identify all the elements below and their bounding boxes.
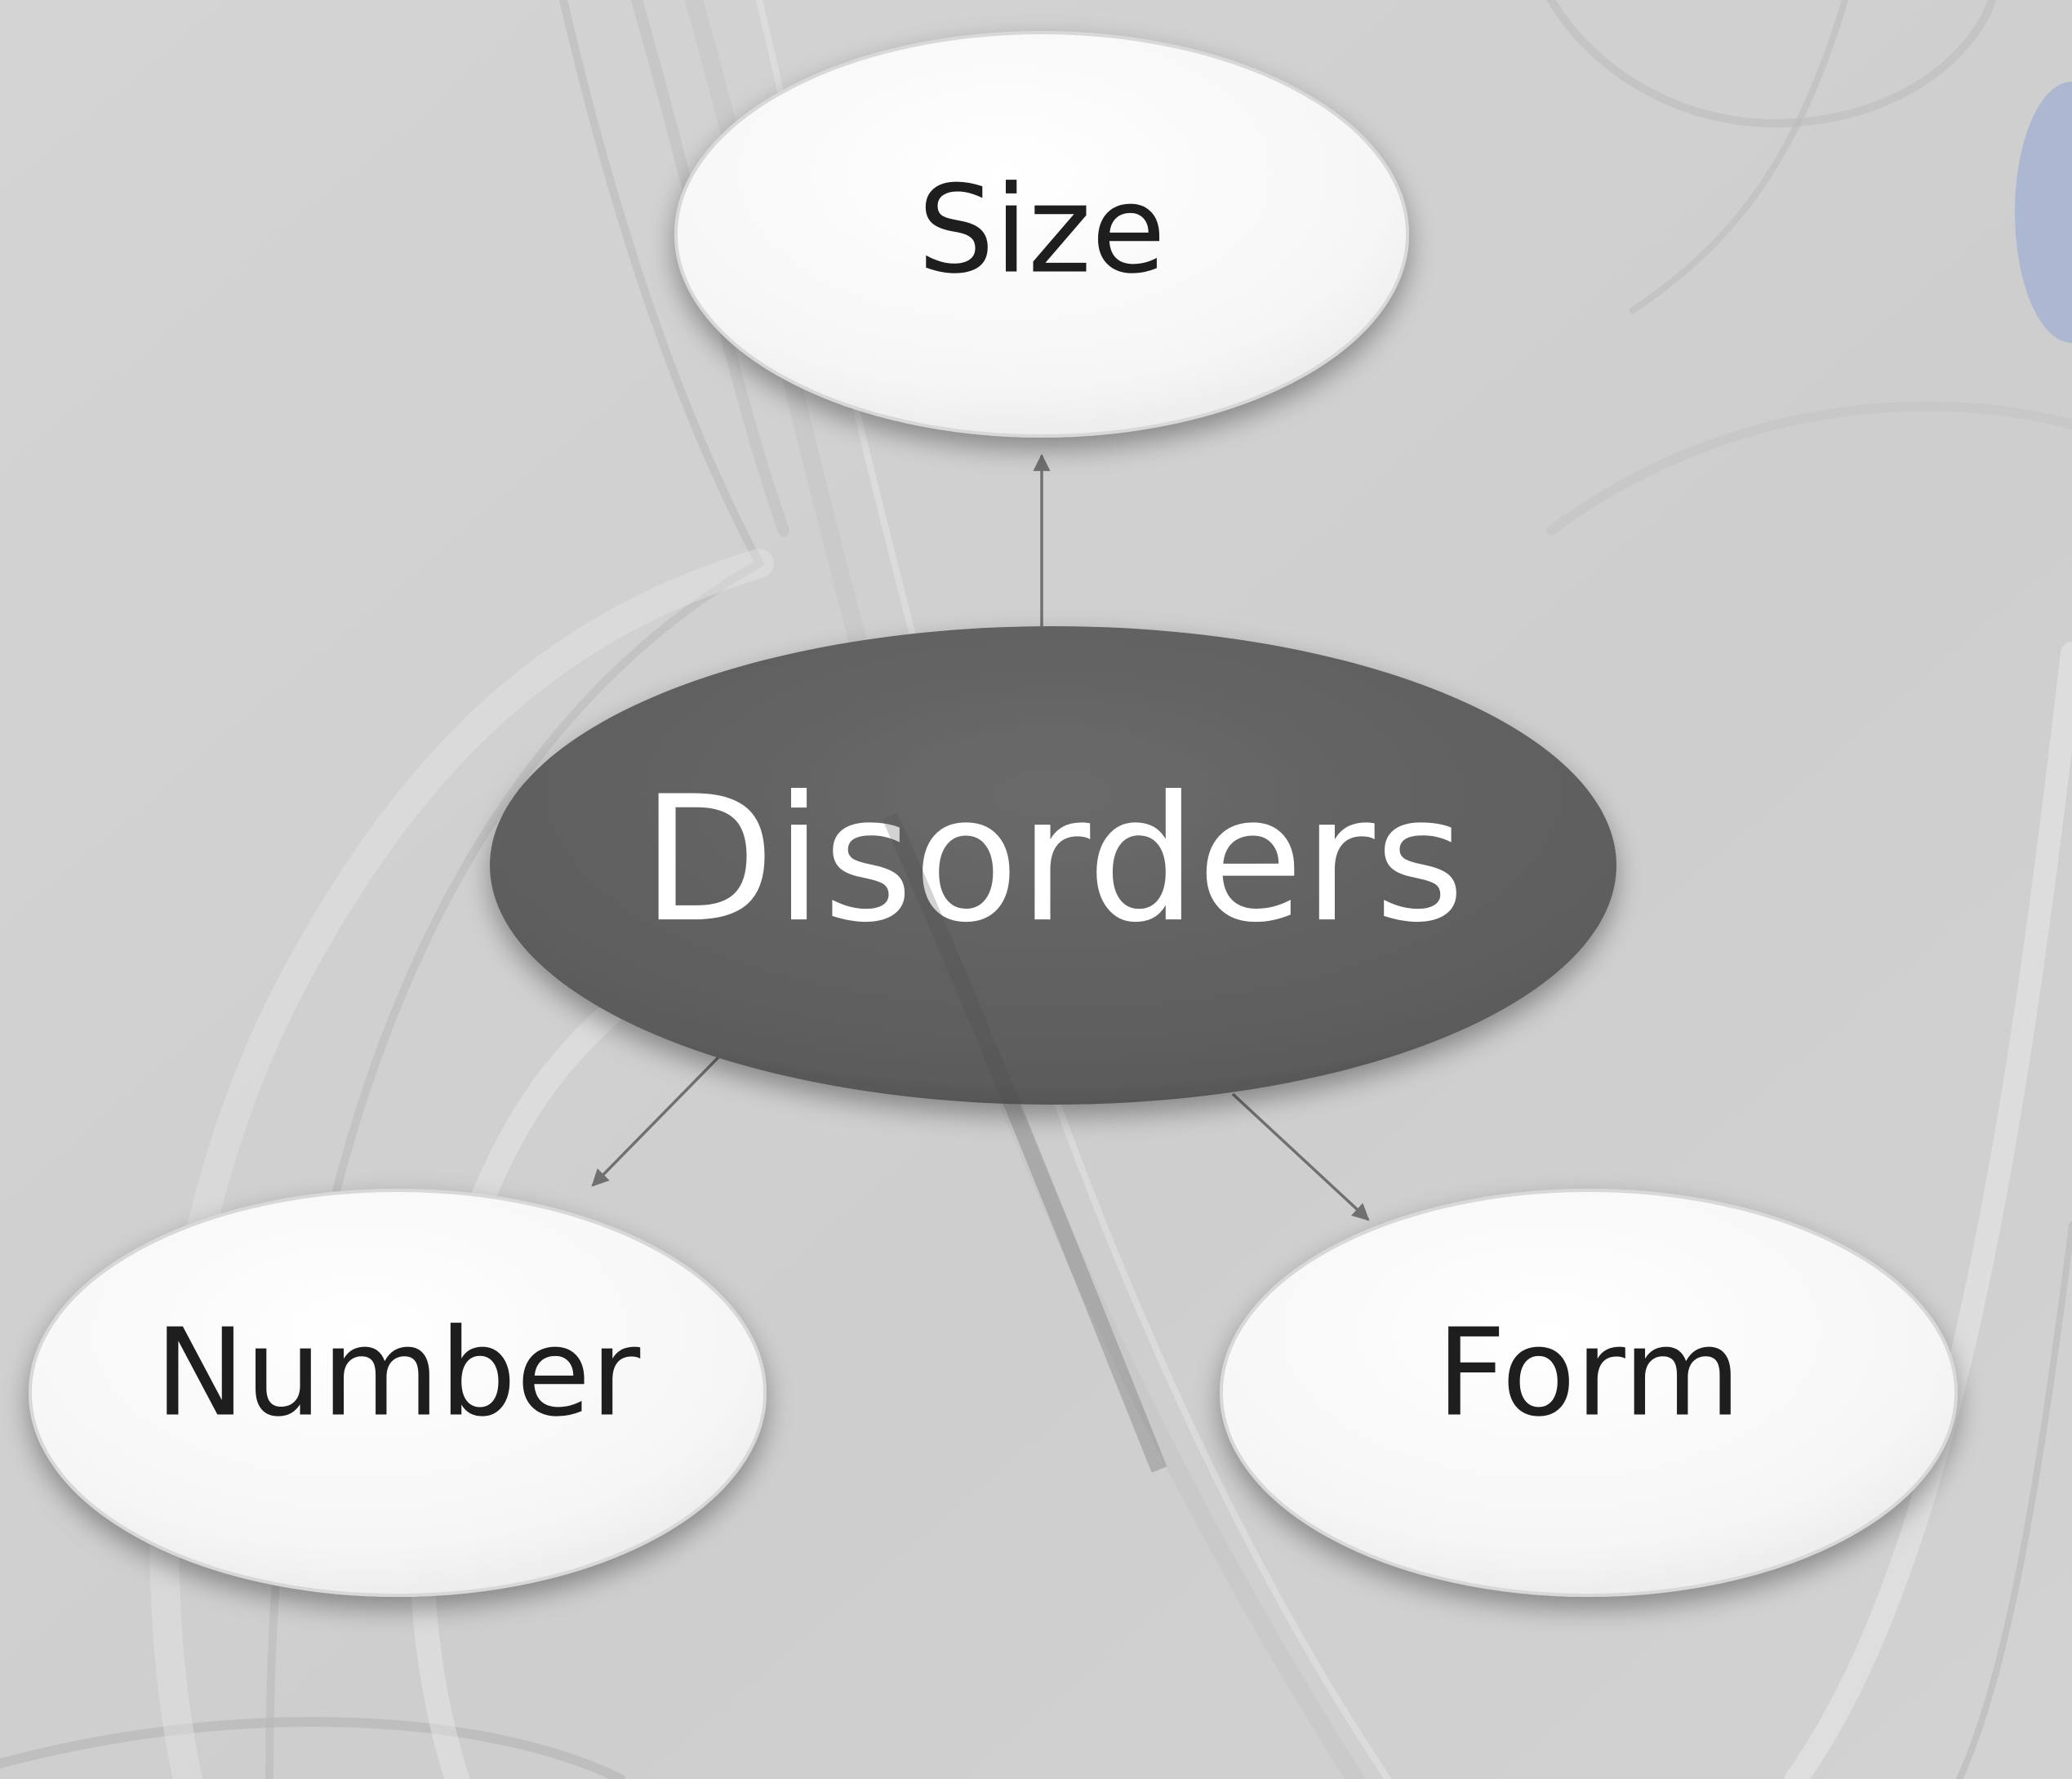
node-form-label: Form [1437, 1303, 1741, 1443]
node-number-label: Number [155, 1303, 641, 1443]
node-disorders-label: Disorders [642, 758, 1465, 960]
node-size-label: Size [918, 160, 1166, 300]
